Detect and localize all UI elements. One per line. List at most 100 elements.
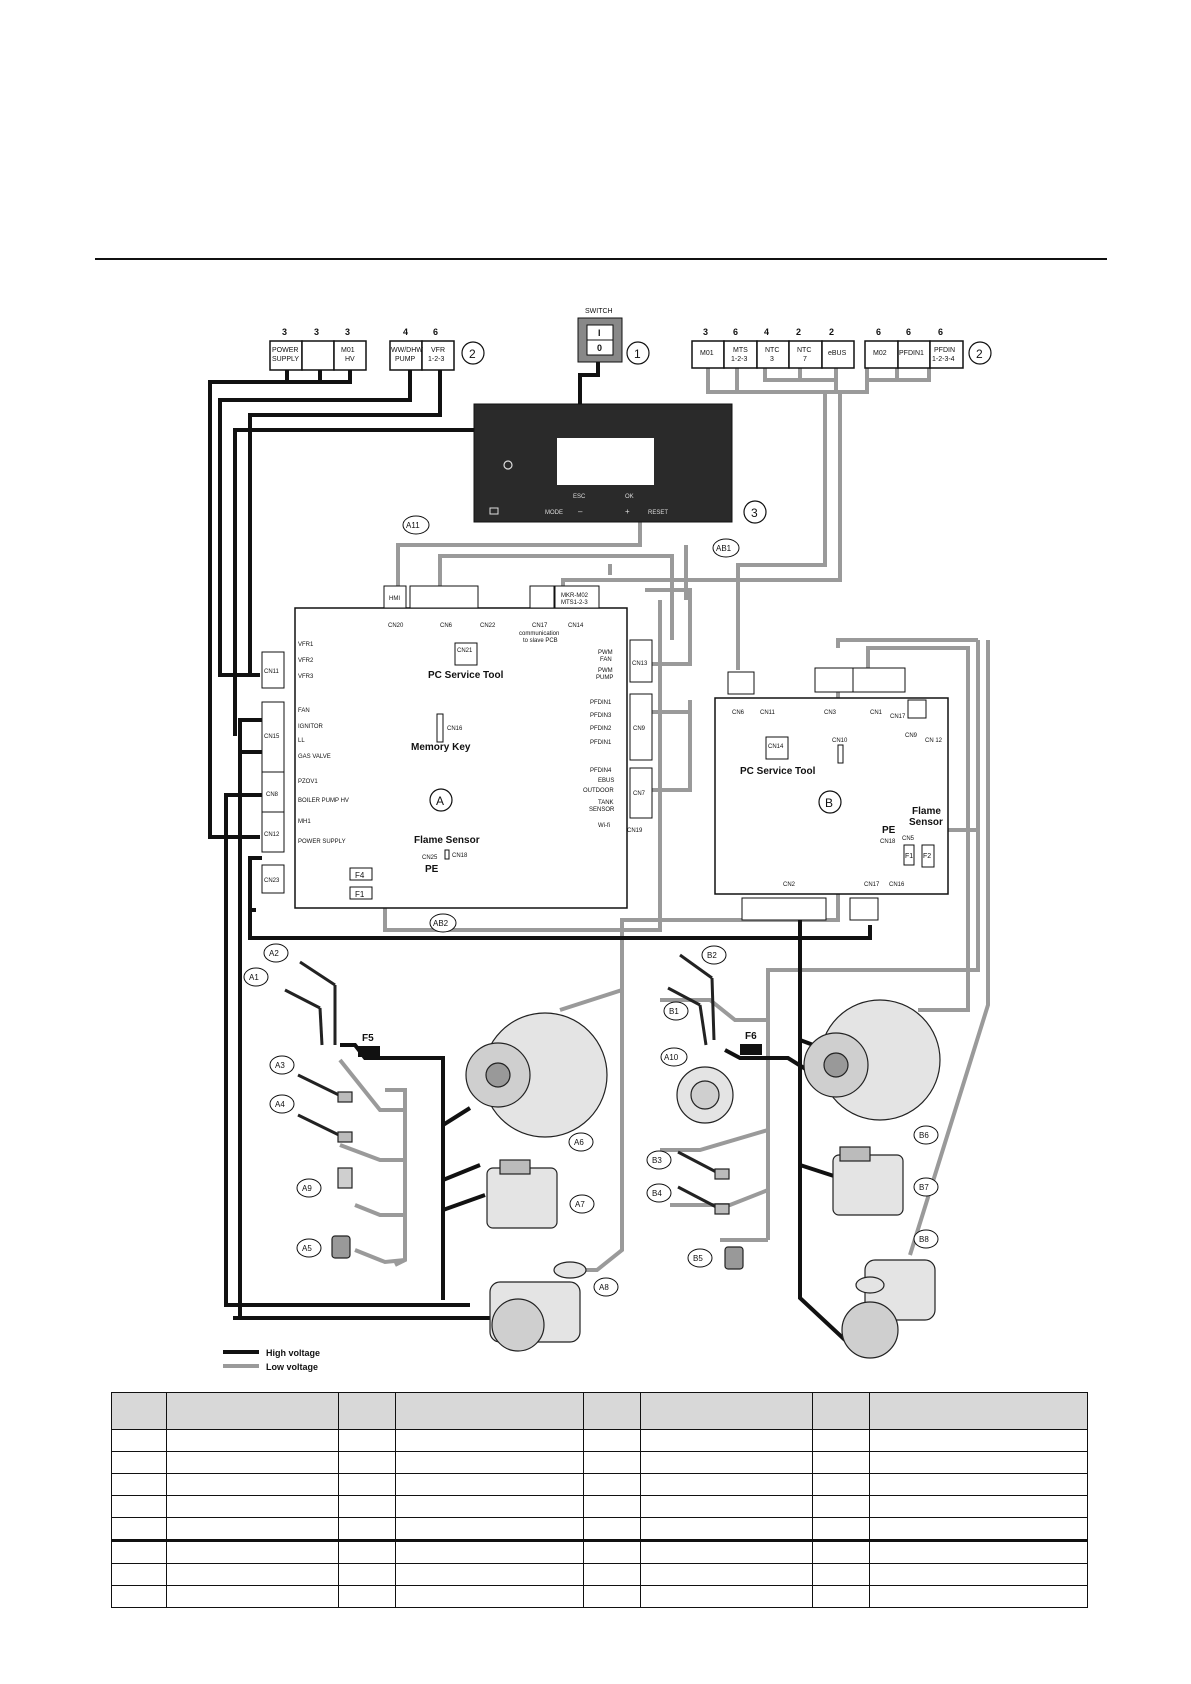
panel-label-minus: – <box>578 507 583 516</box>
table-row <box>111 1585 1088 1608</box>
board-a-letter: A <box>436 794 444 808</box>
pin-label: SENSOR <box>589 807 615 813</box>
callout-a2: A2 <box>263 943 289 963</box>
terminal-label: 3 <box>770 356 774 363</box>
panel-label-mode: MODE <box>545 510 563 516</box>
sensor-a5-shape <box>331 1235 351 1259</box>
terminal-label: WW/DHW <box>391 347 423 354</box>
sensor-a4-shape <box>297 1113 353 1143</box>
switch-on-label: I <box>598 328 601 338</box>
pump-a-shape <box>489 1261 587 1352</box>
right-terminal-block: 3 6 4 2 2 6 6 6 M01 MTS 1-2-3 NTC 3 NTC … <box>691 327 992 369</box>
svg-text:A9: A9 <box>302 1184 312 1193</box>
svg-text:B5: B5 <box>693 1254 703 1263</box>
pin-label: PFDIN1 <box>590 700 612 706</box>
pin-label: POWER SUPPLY <box>298 839 346 845</box>
table-row <box>111 1563 1088 1586</box>
svg-text:A3: A3 <box>275 1061 285 1070</box>
terminal-label: 1-2-3 <box>428 356 444 363</box>
b-cn16: CN16 <box>889 882 905 888</box>
callout-b6: B6 <box>913 1125 939 1145</box>
callout-a6: A6 <box>568 1132 594 1152</box>
fuse-f6: F6 <box>745 1031 757 1042</box>
fan-a-shape <box>465 1012 608 1138</box>
pin-label: PWM <box>598 668 613 674</box>
callout-3: 3 <box>751 506 758 520</box>
svg-text:A5: A5 <box>302 1244 312 1253</box>
b-cn11: CN11 <box>760 710 776 716</box>
b-cn3: CN3 <box>824 710 837 716</box>
callout-a4: A4 <box>269 1094 295 1114</box>
cn20-label: CN20 <box>388 623 404 629</box>
legend-low-voltage: Low voltage <box>266 1362 318 1372</box>
pin-label: OUTDOOR <box>583 788 614 794</box>
callout-a8: A8 <box>593 1277 619 1297</box>
callout-b5: B5 <box>687 1248 713 1268</box>
gas-valve-a-shape <box>486 1159 558 1229</box>
cn8-label: CN8 <box>266 792 279 798</box>
terminal-label: PFDIN1 <box>899 350 924 357</box>
terminal-count: 6 <box>906 327 911 337</box>
panel-label-esc: ESC <box>573 494 586 500</box>
terminal-label: 7 <box>803 356 807 363</box>
flame-sensor-a: Flame Sensor <box>414 835 480 846</box>
table-row <box>111 1539 1088 1564</box>
cn22-label: CN22 <box>480 623 496 629</box>
b-cn2: CN2 <box>783 882 796 888</box>
callout-b1: B1 <box>663 1001 689 1021</box>
svg-text:A1: A1 <box>249 973 259 982</box>
sensor-b3-shape <box>677 1150 730 1180</box>
pin-label: PZOV1 <box>298 779 318 785</box>
svg-text:A7: A7 <box>575 1200 585 1209</box>
callout-b7: B7 <box>913 1177 939 1197</box>
pin-label: FAN <box>600 657 612 663</box>
terminal-label: 1-2-3 <box>731 356 747 363</box>
pin-label: VFR2 <box>298 658 314 664</box>
svg-text:AB2: AB2 <box>433 919 449 928</box>
cn14-label: CN14 <box>568 623 584 629</box>
table-row <box>111 1429 1088 1452</box>
cn15-label: CN15 <box>264 734 280 740</box>
fuse-f5: F5 <box>362 1033 374 1044</box>
sensor-b5-shape <box>724 1246 744 1270</box>
terminal-count: 3 <box>345 327 350 337</box>
pin-label: PUMP <box>596 675 613 681</box>
terminal-label: POWER <box>272 347 298 354</box>
b-cn14: CN14 <box>768 744 784 750</box>
terminal-label: PFDIN <box>934 347 955 354</box>
terminal-label: SUPPLY <box>272 356 299 363</box>
components-table <box>111 1392 1088 1608</box>
external-fuses: F5 F6 <box>358 1031 762 1057</box>
table-row <box>111 1495 1088 1518</box>
pin-label: MH1 <box>298 819 311 825</box>
svg-text:AB1: AB1 <box>716 544 732 553</box>
terminal-count: 4 <box>403 327 408 337</box>
pin-label: PWM <box>598 650 613 656</box>
b-cn5: CN5 <box>902 836 915 842</box>
cn16-label: CN16 <box>447 726 463 732</box>
pe-label-b: PE <box>882 825 896 836</box>
high-voltage-wiring <box>208 355 872 1342</box>
b-cn17: CN17 <box>890 714 906 720</box>
b-cn9: CN9 <box>905 733 918 739</box>
callout-b4: B4 <box>646 1183 672 1203</box>
cn17-label: CN17 <box>532 623 548 629</box>
svg-text:B1: B1 <box>669 1007 679 1016</box>
callout-2-left: 2 <box>469 347 476 361</box>
board-b: CN6 CN11 CN3 CN1 CN17 CN9 CN 12 CN14 CN1… <box>714 667 949 921</box>
pin-label: PFDIN2 <box>590 726 612 732</box>
panel-label-ok: OK <box>625 494 634 500</box>
table-row <box>111 1473 1088 1496</box>
connector-mts: MTS1-2-3 <box>561 600 588 606</box>
cn19-label: CN19 <box>627 828 643 834</box>
cn12-label: CN12 <box>264 832 280 838</box>
terminal-label: NTC <box>797 347 811 354</box>
b-cn6: CN6 <box>732 710 745 716</box>
pe-label-a: PE <box>425 864 439 875</box>
terminal-label: M01 <box>341 347 355 354</box>
flame-sensor-b: Flame <box>912 806 941 817</box>
pin-label: PFDIN3 <box>590 713 612 719</box>
electrode-a-shape <box>284 960 337 1046</box>
svg-text:A4: A4 <box>275 1100 285 1109</box>
cn25-label: CN25 <box>422 855 438 861</box>
